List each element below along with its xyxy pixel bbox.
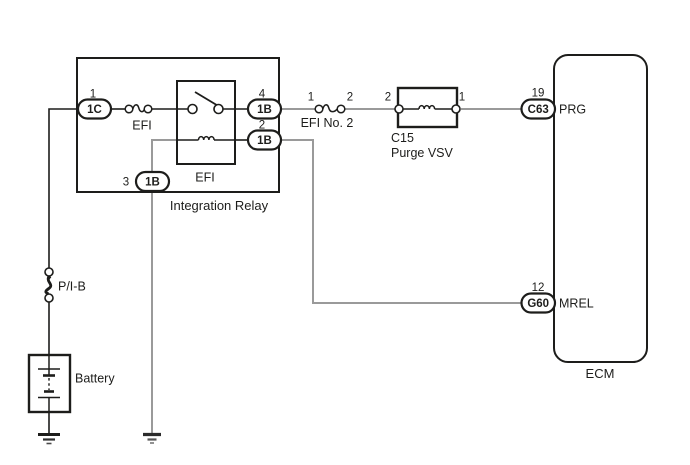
connector-1b-pin2 xyxy=(246,129,283,151)
relay-connectors: 1C 1 1B 4 1B 2 1B 3 xyxy=(76,89,283,193)
connector-1c xyxy=(76,98,113,120)
relay-inner-box xyxy=(176,80,236,165)
integration-relay-label: Integration Relay xyxy=(170,198,269,213)
connector-1b-pin4-label: 1B xyxy=(257,104,272,116)
fuse-pin-2-number: 2 xyxy=(347,92,353,104)
wire-1c-to-fusible-link xyxy=(48,108,78,268)
connector-c63-label: C63 xyxy=(528,104,549,116)
fuse-terminal xyxy=(314,104,324,114)
purge-vsv: 2 1 C15 Purge VSV xyxy=(385,86,465,160)
harness-wires xyxy=(151,108,521,433)
relay-ground-icon xyxy=(143,432,161,444)
purge-vsv-label: Purge VSV xyxy=(391,146,454,160)
wire-coil-to-pin3 xyxy=(151,139,177,172)
vsv-connector-code: C15 xyxy=(391,131,414,145)
pin-3-number: 3 xyxy=(123,177,129,189)
ecm-label: ECM xyxy=(586,366,615,381)
purge-vsv-box xyxy=(396,86,459,129)
link-terminal xyxy=(44,293,54,303)
fusible-link-label: P/I-B xyxy=(58,280,86,294)
pin-12-number: 12 xyxy=(532,282,545,294)
fuse-icon xyxy=(314,104,346,114)
connector-1c-label: 1C xyxy=(87,104,102,116)
pin-4-number: 4 xyxy=(259,89,266,101)
integration-relay: EFI EFI Integration Relay 1C 1 1B 4 1B 2… xyxy=(76,57,283,213)
efi-fuse-icon xyxy=(124,104,153,114)
vsv-terminal-2 xyxy=(394,104,404,114)
switch-blade xyxy=(194,91,218,107)
connector-1b-pin3 xyxy=(134,170,171,193)
wire-relay-to-ecm-mrel xyxy=(281,139,521,304)
connector-g60-label: G60 xyxy=(527,298,549,310)
mrel-signal-label: MREL xyxy=(559,297,594,311)
efi-no2-fuse-label: EFI No. 2 xyxy=(301,116,354,130)
relay-switch-icon xyxy=(187,91,224,115)
link-terminal xyxy=(44,267,54,277)
switch-contact-right xyxy=(213,103,224,115)
switch-contact-left xyxy=(187,103,198,115)
battery-ground-icon xyxy=(38,433,60,445)
vsv-terminal-1 xyxy=(451,104,461,114)
integration-relay-box xyxy=(76,57,280,193)
battery-label: Battery xyxy=(75,372,115,386)
pin-1-number: 1 xyxy=(90,89,96,101)
connector-c63 xyxy=(520,98,557,120)
vsv-pin-1-number: 1 xyxy=(459,92,465,104)
ecm-box xyxy=(553,54,648,363)
connector-1b-pin2-label: 1B xyxy=(257,135,272,147)
pin-2-number: 2 xyxy=(259,120,265,132)
fuse-terminal xyxy=(124,104,134,114)
efi-no2-fuse: 1 2 EFI No. 2 xyxy=(301,92,354,131)
connector-1b-pin4 xyxy=(246,98,283,120)
vsv-coil-icon xyxy=(403,104,452,110)
fuse-pin-1-number: 1 xyxy=(308,92,314,104)
connector-1b-pin3-label: 1B xyxy=(145,177,160,189)
ecm: ECM C63 19 PRG G60 12 MREL xyxy=(520,54,648,381)
relay-efi-label: EFI xyxy=(195,171,214,185)
vsv-pin-2-number: 2 xyxy=(385,92,391,104)
fuse-terminal xyxy=(336,104,346,114)
fusible-link-pib: P/I-B xyxy=(44,267,86,303)
power-wires xyxy=(48,108,248,434)
relay-coil-icon xyxy=(177,135,235,141)
connector-g60 xyxy=(520,292,557,314)
fusible-link-icon xyxy=(44,267,54,303)
prg-signal-label: PRG xyxy=(559,103,586,117)
fuse-terminal xyxy=(143,104,153,114)
battery: Battery xyxy=(27,353,115,414)
pin-19-number: 19 xyxy=(532,88,545,100)
efi-fuse-label: EFI xyxy=(132,119,151,133)
battery-cells-icon xyxy=(38,355,60,412)
